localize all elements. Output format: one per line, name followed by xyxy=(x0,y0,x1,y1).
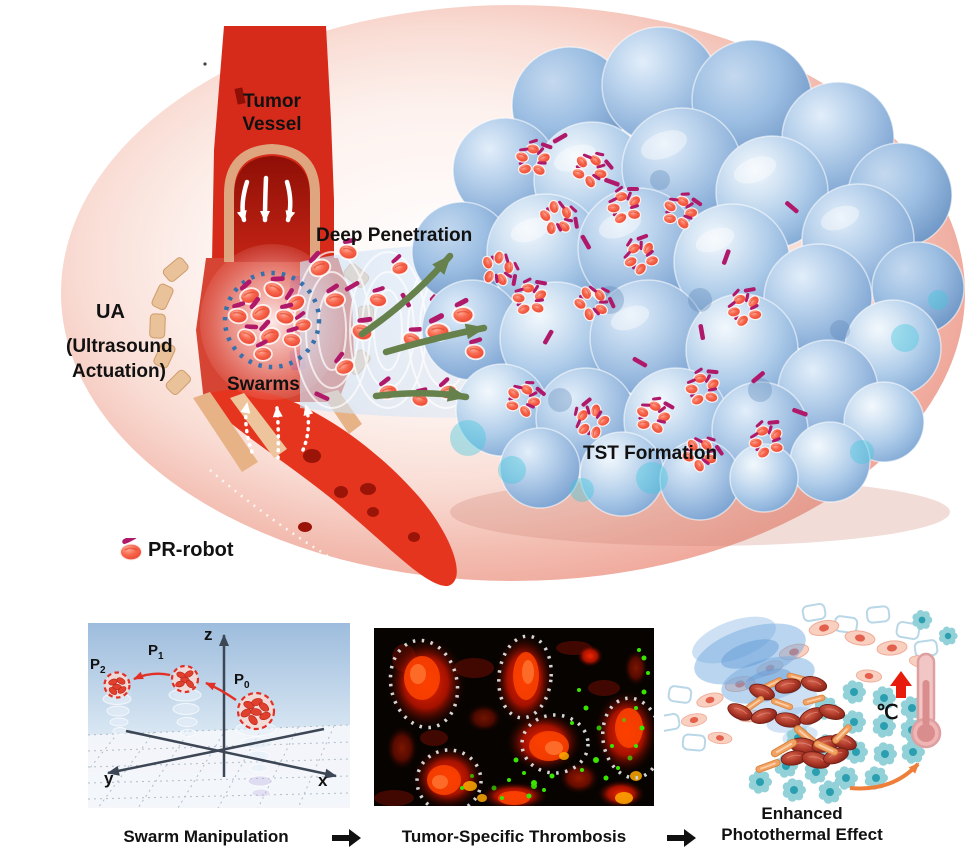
swarm-manipulation-caption: Swarm Manipulation xyxy=(123,827,289,846)
ultrasound-actuation-label-line2: Actuation) xyxy=(72,361,166,382)
tumor-rods xyxy=(543,133,808,417)
tumor-vessel-label: Tumor Vessel xyxy=(242,91,302,135)
x-axis-label: x xyxy=(318,771,328,790)
hollow-cells xyxy=(664,602,939,752)
thrombosis-fluorescence-panel xyxy=(374,628,654,806)
temperature-rise-arrow-icon xyxy=(890,671,912,698)
y-axis-label: y xyxy=(104,769,114,788)
trapped-swarms xyxy=(103,664,276,731)
grid-floor xyxy=(88,724,350,808)
coordinate-axes xyxy=(107,634,337,779)
swarms-label: Swarms xyxy=(227,374,300,395)
tst-formation-label: TST Formation xyxy=(583,443,718,464)
swarm-manipulation-panel: z y x P0 P1 P2 xyxy=(88,623,350,808)
tumor-scene-illustration xyxy=(61,5,965,587)
swarm-flow-arrows-icon xyxy=(240,402,314,460)
position-p2-label: P2 xyxy=(90,656,106,676)
penetration-arrows-icon xyxy=(358,252,488,402)
celsius-label: ℃ xyxy=(876,702,899,724)
blood-flow-arrows-icon xyxy=(236,175,296,223)
thrombosis-caption: Tumor-Specific Thrombosis xyxy=(401,827,627,846)
thermometer-icon xyxy=(910,652,942,749)
ua-label: UA xyxy=(96,301,125,323)
z-axis-label: z xyxy=(204,625,213,644)
yellow-spots xyxy=(463,752,642,804)
position-p1-label: P1 xyxy=(148,642,164,662)
acoustic-trap-cones xyxy=(102,685,277,798)
position-p0-label: P0 xyxy=(234,671,250,691)
cell-highlights xyxy=(510,130,860,331)
vessel-fenestrations xyxy=(259,426,420,542)
swarm-manipulation-graphic xyxy=(88,623,350,808)
tst-clusters xyxy=(425,133,808,480)
green-specks xyxy=(460,648,650,800)
pr-robot-icon xyxy=(118,538,144,562)
deep-penetration-label: Deep Penetration xyxy=(316,225,473,246)
pr-robot-legend-label: PR-robot xyxy=(148,538,234,561)
photothermal-caption: Enhanced Photothermal Effect xyxy=(721,804,883,844)
photothermal-graphic xyxy=(664,602,958,804)
flow-arrow-icon xyxy=(332,829,361,847)
photothermal-panel: ℃ xyxy=(664,596,970,804)
ultrasound-actuation-label-line1: (Ultrasound xyxy=(66,336,173,357)
vessel-arch-rim xyxy=(224,143,320,262)
heat-transfer-arrow-icon xyxy=(849,762,920,791)
flow-arrow-icon xyxy=(667,829,696,847)
teal-accents xyxy=(450,290,948,502)
swarm-move-arrows-icon xyxy=(133,671,237,701)
swarm-dotted-ring xyxy=(222,270,322,370)
pr-robot-legend: PR-robot xyxy=(116,538,234,562)
fluorescence-image xyxy=(374,628,654,806)
